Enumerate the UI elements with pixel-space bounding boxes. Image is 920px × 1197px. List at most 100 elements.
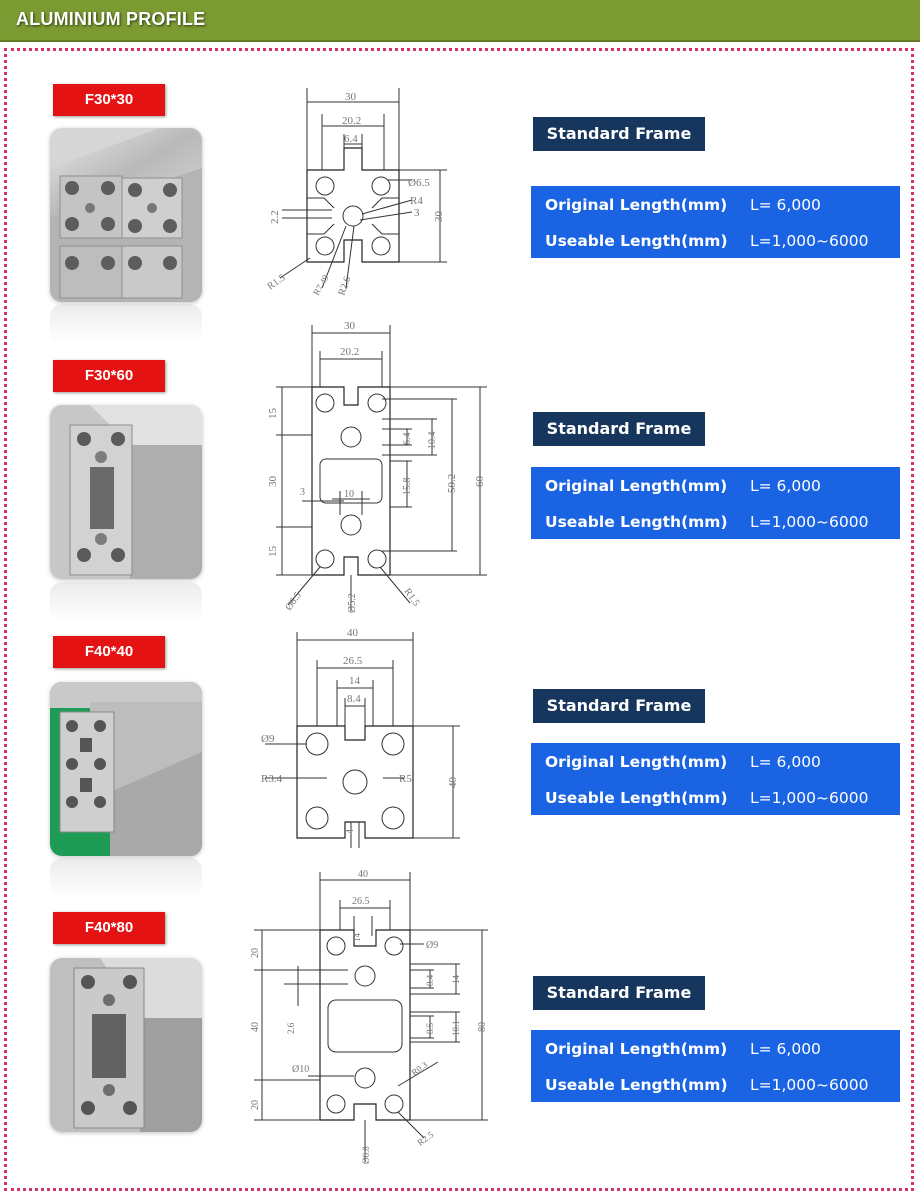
- dim-width: 40: [358, 869, 368, 880]
- useable-length-row: Useable Length(mm) L=1,000~6000: [545, 232, 868, 250]
- dim-14: 14: [349, 675, 361, 687]
- photo-reflection: [50, 858, 202, 898]
- standard-frame-label: Standard Frame: [533, 412, 705, 446]
- original-length-value: L= 6,000: [750, 477, 821, 495]
- useable-length-label: Useable Length(mm): [545, 513, 728, 531]
- profile-tag-f30x60: F30*60: [53, 360, 165, 392]
- profile-photo-f40x40: [50, 682, 202, 856]
- profile-tag-f40x80: F40*80: [53, 912, 165, 944]
- dim-slot-outer: 26.5: [352, 896, 370, 907]
- length-box: Original Length(mm) L= 6,000 Useable Len…: [531, 467, 900, 539]
- dim-hole: Ø6.5: [283, 590, 303, 612]
- dim-60: 60: [474, 476, 486, 488]
- dim-8-5: 8.5: [425, 1022, 435, 1034]
- dim-r5: R5: [399, 773, 412, 785]
- standard-frame-label: Standard Frame: [533, 976, 705, 1010]
- dim-10-1: 10.1: [451, 1020, 461, 1036]
- dim-width: 30: [344, 320, 356, 332]
- dim-6-4: 6.4: [402, 433, 413, 446]
- original-length-value: L= 6,000: [750, 196, 821, 214]
- dim-r4: R4: [410, 195, 423, 207]
- technical-drawing-f30x30: 30 20.2 6.4 Ø6.5 R4 3 30 2.2 R1.5 R7.49 …: [265, 88, 447, 297]
- page-header: ALUMINIUM PROFILE: [0, 0, 920, 42]
- useable-length-value: L=1,000~6000: [750, 789, 869, 807]
- dim-hole: Ø9: [261, 733, 275, 745]
- length-box: Original Length(mm) L= 6,000 Useable Len…: [531, 186, 900, 258]
- dim-hole: Ø9: [426, 940, 438, 951]
- useable-length-row: Useable Length(mm) L=1,000~6000: [545, 513, 868, 531]
- dim-4: 4: [345, 829, 356, 834]
- dim-slot: 6.4: [344, 133, 358, 145]
- useable-length-row: Useable Length(mm) L=1,000~6000: [545, 789, 868, 807]
- dim-slot-outer: 26.5: [343, 655, 363, 667]
- dim-r0-3: R0.3: [409, 1059, 429, 1077]
- useable-length-value: L=1,000~6000: [750, 232, 869, 250]
- profile-photo-f40x80: [50, 958, 202, 1132]
- dim-r26: R2.6: [336, 275, 353, 297]
- original-length-row: Original Length(mm) L= 6,000: [545, 1040, 821, 1058]
- technical-drawing-f40x80: 40 26.5 14 Ø9 20 40 20 8.4 14 8.5 10.1 8…: [250, 869, 488, 1164]
- dim-14: 14: [352, 933, 362, 943]
- original-length-label: Original Length(mm): [545, 477, 728, 495]
- dim-r3-4: R3.4: [261, 773, 283, 785]
- useable-length-value: L=1,000~6000: [750, 513, 869, 531]
- dim-left: 2.2: [269, 210, 281, 224]
- dotted-frame: [4, 48, 914, 1191]
- dim-3: 3: [300, 487, 305, 498]
- dim-14-right: 14: [451, 975, 461, 985]
- profile-tag-f40x40: F40*40: [53, 636, 165, 668]
- dim-15-bottom: 15: [267, 546, 279, 558]
- technical-drawing-f30x60: 30 20.2 15 30 15 6.4 10.4 15.8 50.2 60 1…: [267, 320, 487, 613]
- dim-three: 3: [414, 207, 420, 219]
- dim-15-top: 15: [267, 408, 279, 420]
- dim-20-top: 20: [250, 948, 261, 958]
- profile-photo-f30x30: [50, 128, 202, 302]
- photo-reflection: [50, 582, 202, 622]
- dim-width: 40: [347, 627, 359, 639]
- technical-drawing-f40x40: 40 26.5 14 8.4 Ø9 R3.4 R5 40 4: [261, 627, 460, 848]
- dim-r15: R1.5: [402, 586, 422, 608]
- dim-height: 40: [447, 777, 459, 789]
- original-length-label: Original Length(mm): [545, 1040, 728, 1058]
- dim-30: 30: [267, 476, 279, 488]
- length-box: Original Length(mm) L= 6,000 Useable Len…: [531, 1030, 900, 1102]
- dim-40: 40: [250, 1022, 261, 1032]
- dim-slot-outer: 20.2: [342, 115, 361, 127]
- dim-15-8: 15.8: [402, 478, 413, 496]
- standard-frame-label: Standard Frame: [533, 689, 705, 723]
- dim-80: 80: [477, 1022, 488, 1032]
- original-length-label: Original Length(mm): [545, 753, 728, 771]
- dim-50-2: 50.2: [446, 474, 458, 493]
- original-length-row: Original Length(mm) L= 6,000: [545, 196, 821, 214]
- useable-length-label: Useable Length(mm): [545, 789, 728, 807]
- photo-reflection: [50, 304, 202, 344]
- dim-slot-outer: 20.2: [340, 346, 359, 358]
- standard-frame-label: Standard Frame: [533, 117, 705, 151]
- profile-tag-f30x30: F30*30: [53, 84, 165, 116]
- dim-8-4: 8.4: [347, 693, 361, 705]
- useable-length-row: Useable Length(mm) L=1,000~6000: [545, 1076, 868, 1094]
- original-length-value: L= 6,000: [750, 1040, 821, 1058]
- useable-length-value: L=1,000~6000: [750, 1076, 869, 1094]
- dim-8-4: 8.4: [425, 974, 435, 986]
- dim-2-6: 2.6: [286, 1022, 296, 1034]
- dim-r749: R7.49: [311, 273, 331, 297]
- dim-10-4: 10.4: [427, 432, 438, 450]
- dim-10: 10: [344, 489, 354, 500]
- dim-width: 30: [345, 91, 357, 103]
- original-length-label: Original Length(mm): [545, 196, 728, 214]
- dim-10: Ø10: [292, 1064, 309, 1075]
- profile-photo-f30x60: [50, 405, 202, 579]
- useable-length-label: Useable Length(mm): [545, 232, 728, 250]
- dim-20-bottom: 20: [250, 1100, 261, 1110]
- length-box: Original Length(mm) L= 6,000 Useable Len…: [531, 743, 900, 815]
- dim-center: Ø6.8: [361, 1146, 371, 1164]
- original-length-row: Original Length(mm) L= 6,000: [545, 477, 821, 495]
- dim-hole: Ø6.5: [408, 177, 430, 189]
- dim-height: 30: [433, 211, 445, 223]
- original-length-value: L= 6,000: [750, 753, 821, 771]
- page-title: ALUMINIUM PROFILE: [16, 9, 206, 29]
- useable-length-label: Useable Length(mm): [545, 1076, 728, 1094]
- original-length-row: Original Length(mm) L= 6,000: [545, 753, 821, 771]
- dim-center: Ø5.2: [347, 593, 358, 613]
